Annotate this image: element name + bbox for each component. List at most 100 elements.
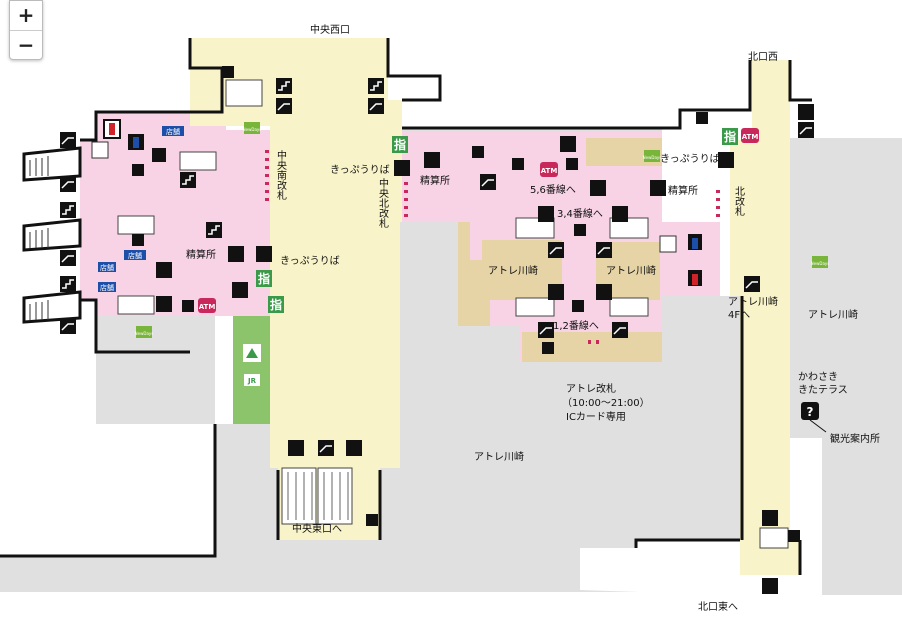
- stairs-icon: [346, 440, 362, 456]
- stairs-icon: [798, 104, 814, 120]
- stairs-icon: [762, 578, 778, 594]
- label-atre-gate-line2: （10:00～21:00）: [562, 397, 650, 409]
- shop-badge-label: 店舗: [100, 283, 114, 292]
- elevator-icon: [132, 234, 144, 246]
- newdays-logo: NewDays: [135, 331, 154, 336]
- ticket-machine-icon: [424, 152, 440, 168]
- escalator-icon: [60, 318, 76, 334]
- toilet-women-fig-2: [692, 274, 698, 285]
- concourse-top-connector: [388, 100, 402, 128]
- escalator-icon: [368, 98, 384, 114]
- label-chuo-nishiguchi: 中央西口: [310, 23, 350, 36]
- toilet-men-fig: [133, 137, 139, 148]
- stairs-icon: [232, 282, 248, 298]
- escalator-icon: [60, 176, 76, 192]
- elevator-icon: [788, 530, 800, 542]
- midori-window: [233, 316, 270, 424]
- ticket-machine-icon: [228, 246, 244, 262]
- label-to-34: 3,4番線へ: [557, 207, 603, 220]
- escalator-icon: [612, 322, 628, 338]
- stairs-icon: [156, 296, 172, 312]
- newdays-logo: NewDays: [243, 127, 262, 132]
- west-exits: [22, 146, 82, 324]
- elevator-icon: [512, 158, 524, 170]
- escalator-icon: [480, 174, 496, 190]
- atm-badges: [198, 128, 759, 313]
- info-icon: [801, 402, 819, 420]
- accessible-icon: [659, 235, 677, 253]
- shop-badges: [98, 126, 184, 292]
- elevator-icon: [182, 300, 194, 312]
- atm-badge-label: ATM: [199, 303, 216, 311]
- escalator-icon: [538, 322, 554, 338]
- escalator-icon: [744, 276, 760, 292]
- zoom-in-button[interactable]: +: [17, 3, 35, 27]
- elevator-icon: [566, 158, 578, 170]
- reserved-seat-icon: 指: [724, 129, 736, 144]
- concourse-central: [190, 38, 402, 540]
- escalator-icon: [60, 250, 76, 266]
- elevator-icon: [132, 164, 144, 176]
- escalator-icon: [276, 98, 292, 114]
- reserved-seat-icon: 指: [270, 297, 282, 312]
- label-atre-4f-line2: 4Fへ: [728, 310, 750, 321]
- label-terrace-line1: かわさき: [798, 371, 838, 383]
- label-atre-1: アトレ川崎: [488, 264, 538, 277]
- reserved-seat-icon: 指: [258, 271, 270, 286]
- elevator-icon: [472, 146, 484, 158]
- toilet-women-fig: [109, 123, 115, 135]
- escalator-icon: [60, 132, 76, 148]
- stairs-icon: [288, 440, 304, 456]
- stairs-icon: [650, 180, 666, 196]
- elevator-icon: [696, 112, 708, 124]
- info-icon-glyph: ?: [807, 405, 814, 419]
- label-kippu-central: きっぷうりば: [330, 164, 390, 176]
- nursing-icon: [560, 136, 576, 152]
- toilet-men-fig-2: [692, 238, 698, 249]
- elevator-icon: [366, 514, 378, 526]
- stairs-icon: [762, 510, 778, 526]
- label-chuo-higashi: 中央東口へ: [292, 522, 342, 535]
- shop-area-right: [790, 138, 902, 438]
- newdays-logo: NewDays: [643, 155, 662, 160]
- label-seisan-west: 精算所: [186, 248, 216, 261]
- paid-area-west: [80, 114, 276, 316]
- zoom-control: + −: [9, 0, 43, 60]
- stairs-icon: [612, 206, 628, 222]
- label-kitaguchi-higashi: 北口東へ: [698, 600, 738, 613]
- reserved-seat-icon: 指: [394, 137, 406, 152]
- stairs-icon: [548, 284, 564, 300]
- stairs-icon: [590, 180, 606, 196]
- shop-badge-label: 店舗: [166, 127, 180, 136]
- coin-locker-icon: [152, 148, 166, 162]
- midori-mark-glyph: [246, 348, 258, 358]
- label-atre-3: アトレ川崎: [474, 450, 524, 463]
- label-chuo-kita: 中央北改札: [377, 177, 389, 229]
- elevator-icon: [574, 224, 586, 236]
- escalator-icon: [596, 242, 612, 258]
- label-terrace-line2: きたテラス: [798, 384, 848, 396]
- stairs-icon: [596, 284, 612, 300]
- ticket-gates: [265, 150, 720, 344]
- info-leader: [809, 419, 827, 433]
- label-kippu-west: きっぷうりば: [280, 255, 340, 267]
- stairs-icon: [156, 262, 172, 278]
- label-kita-kaisatsu: 北改札: [733, 186, 745, 217]
- shop-badge-label: 店舗: [128, 251, 142, 260]
- escalator-icon: [548, 242, 564, 258]
- newdays-logo: NewDays: [811, 261, 830, 266]
- label-kitaguchi-nishi: 北口西: [748, 51, 778, 63]
- escalator-icon: [318, 440, 334, 456]
- jr-logo: [244, 374, 260, 386]
- elevator-icon: [542, 342, 554, 354]
- shop-area-bottom: [0, 222, 742, 592]
- label-to-56: 5,6番線へ: [530, 183, 576, 196]
- ticket-machine-icon: [394, 160, 410, 176]
- reserved-seat-badges: [256, 128, 738, 313]
- zoom-out-button[interactable]: −: [10, 30, 42, 60]
- elevator-icon: [572, 300, 584, 312]
- label-chuo-minami: 中央南改札: [275, 149, 287, 201]
- label-atre-4f-line1: アトレ川崎: [728, 295, 778, 308]
- label-kippu-north: きっぷうりば: [660, 153, 720, 165]
